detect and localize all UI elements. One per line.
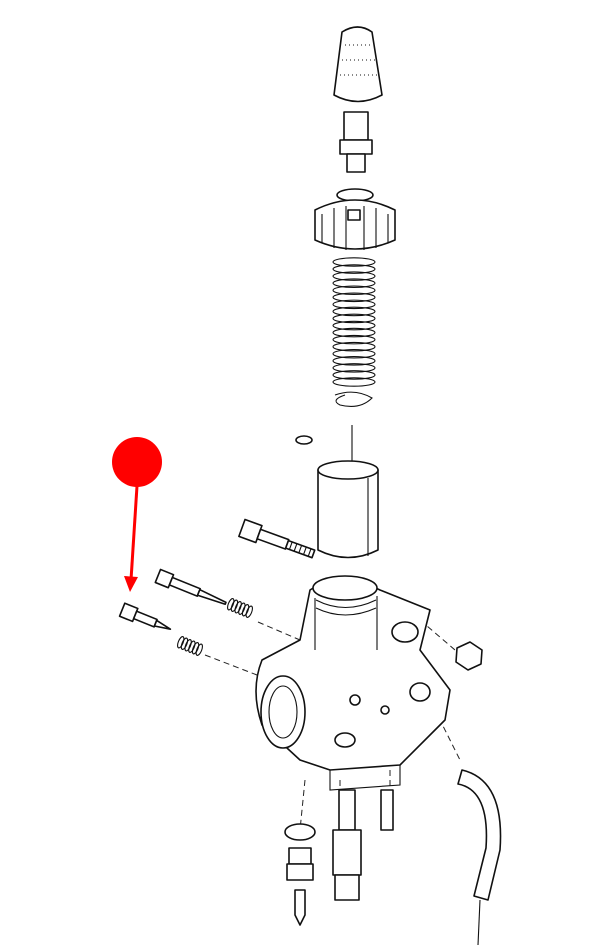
spring-coil — [195, 643, 203, 656]
spring-coil — [332, 264, 376, 274]
throttle-slide — [317, 460, 379, 559]
pilot-screw-spring — [177, 636, 203, 656]
pilot-jet — [380, 789, 394, 831]
red-arrow-head — [124, 576, 138, 592]
spring-coil — [332, 271, 376, 281]
spring-coil — [188, 640, 196, 653]
annotation-marker — [112, 437, 162, 592]
hex-nut — [455, 641, 483, 671]
spring-coil — [332, 257, 376, 267]
overflow-hose — [457, 769, 502, 901]
spring-coil — [332, 356, 376, 366]
spring-coil — [332, 363, 376, 373]
slide-spring — [332, 257, 376, 387]
spring-coil — [332, 327, 376, 338]
idle-screw-spring — [227, 598, 253, 618]
idle-screw — [154, 568, 227, 606]
air-screw — [238, 518, 316, 559]
spring-coil — [332, 313, 376, 324]
washer — [295, 435, 313, 445]
spring-coil — [332, 278, 376, 288]
spring-coil — [332, 320, 376, 331]
spring-coil — [230, 599, 239, 612]
spring-coil — [238, 602, 246, 615]
float-needle-valve — [284, 823, 316, 926]
top-cap-nut — [314, 188, 396, 250]
spring-coil — [177, 636, 185, 649]
red-arrow-shaft — [129, 485, 139, 581]
spring-coil — [191, 642, 200, 655]
spring-coil — [245, 605, 253, 618]
red-marker-circle — [112, 437, 162, 487]
spring-coil — [180, 637, 189, 650]
cable-adjuster — [339, 111, 373, 173]
spring-coil — [332, 377, 376, 387]
spring-coil — [332, 370, 376, 380]
spring-coil — [332, 306, 376, 317]
spring-coil — [241, 604, 250, 617]
spring-coil — [332, 299, 376, 310]
pilot-screw — [118, 602, 172, 630]
spring-coil — [332, 348, 376, 359]
needle-jet — [332, 789, 362, 901]
spring-coil — [332, 292, 376, 303]
spring-coil — [332, 285, 376, 296]
spring-coil — [234, 601, 242, 614]
spring-coil — [184, 639, 192, 652]
rubber-cap — [333, 26, 383, 103]
spring-coil — [227, 598, 235, 611]
carburetor-body — [255, 575, 451, 791]
spring-coil — [332, 334, 376, 345]
spring-coil — [332, 341, 376, 352]
needle-clip — [334, 391, 373, 407]
